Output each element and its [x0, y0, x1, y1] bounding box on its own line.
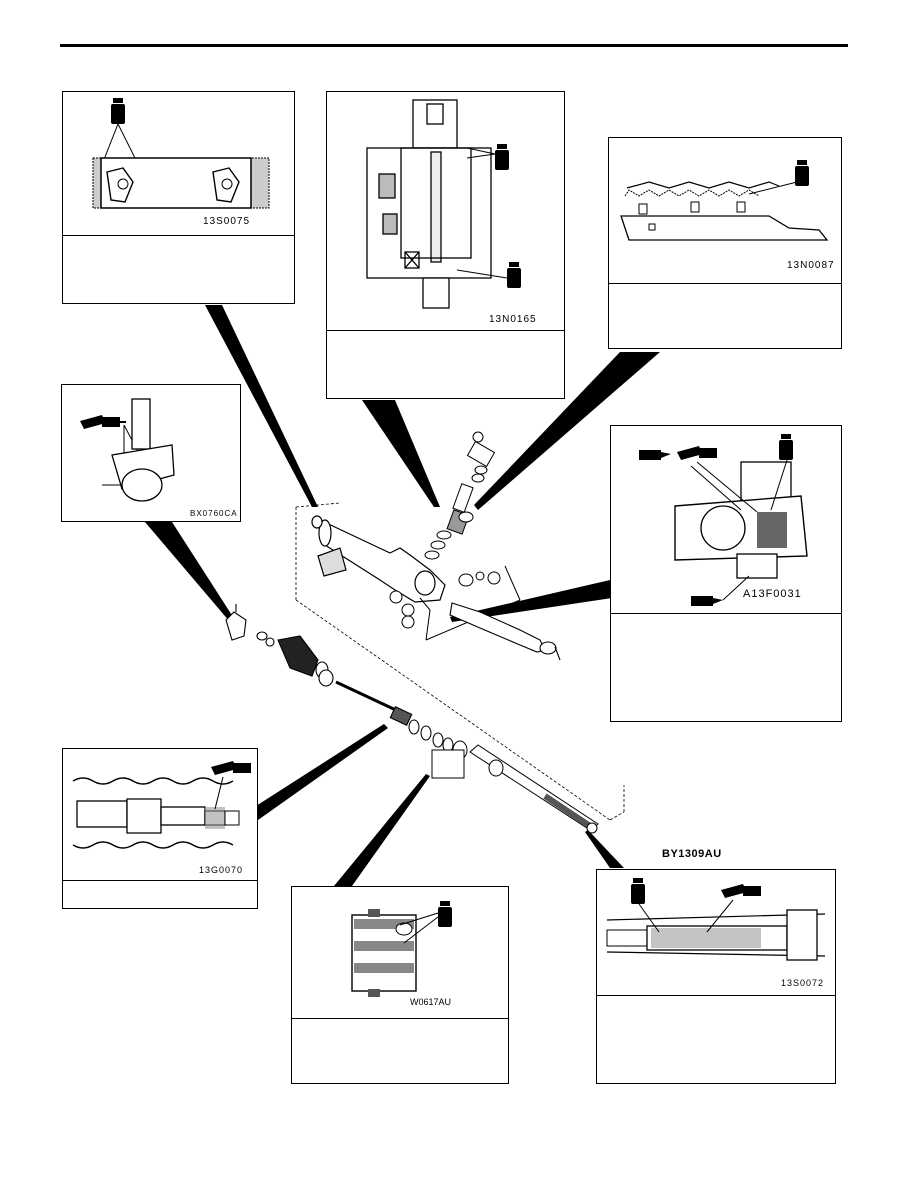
figure-panel-bottom-center: W0617AU — [291, 886, 509, 1084]
figure-bottom-center: W0617AU — [292, 887, 508, 1019]
grease-tube-icon — [507, 262, 521, 288]
figure-code: 13N0087 — [787, 260, 835, 271]
figure-code: W0617AU — [410, 997, 452, 1007]
grease-tube-icon — [111, 98, 125, 124]
leader-wedge-top-center — [362, 400, 440, 507]
rack-label-box — [431, 749, 465, 779]
figure-code: A13F0031 — [743, 588, 802, 600]
leader-wedge-bottom-left — [256, 724, 388, 820]
leader-wedge-mid-left — [145, 522, 235, 622]
grease-gun-icon — [80, 415, 126, 429]
rack-and-bushings — [408, 719, 599, 834]
pinion-parts — [424, 431, 496, 560]
figure-code: BX0760CA — [190, 509, 238, 518]
figure-top-right: 13N0087 — [609, 138, 841, 284]
figure-code: 13S0072 — [781, 978, 825, 988]
exploded-view-code: BY1309AU — [662, 848, 722, 860]
rack-support-illustration — [639, 434, 808, 606]
figure-top-center: 13N0165 — [327, 92, 564, 331]
figure-panel-top-center: 13N0165 — [326, 91, 565, 399]
figure-mid-left: BX0760CA — [62, 385, 240, 521]
figure-panel-bottom-right: 13S0072 — [596, 869, 836, 1084]
leader-wedge-bottom-right — [585, 830, 624, 868]
grease-gun-icon — [211, 761, 251, 775]
tie-rod-right — [449, 602, 561, 661]
header-rule — [60, 44, 848, 47]
boot-clamp-illustration — [72, 761, 251, 849]
figure-panel-mid-right: A13F0031 — [610, 425, 842, 722]
figure-panel-bottom-left: 13G0070 — [62, 748, 258, 909]
figure-top-left: 13S0075 — [63, 92, 294, 236]
sealant-tube-icon — [691, 596, 723, 606]
grease-tube-icon — [495, 144, 509, 170]
grease-tube-icon — [795, 160, 809, 186]
figure-code: 13S0075 — [203, 216, 251, 227]
leader-wedge-top-left — [205, 305, 318, 507]
figure-mid-right: A13F0031 — [611, 426, 841, 614]
rack-housing — [311, 515, 446, 603]
grease-gun-icon — [721, 884, 761, 898]
figure-bottom-left: 13G0070 — [63, 749, 257, 881]
figure-bottom-right: 13S0072 — [597, 870, 835, 996]
leader-wedge-top-right — [474, 352, 660, 510]
bearing-illustration — [92, 98, 270, 209]
grease-tube-icon — [438, 901, 452, 927]
rack-bushing-illustration — [606, 878, 826, 961]
sealant-tube-icon — [639, 450, 671, 460]
grease-tube-icon — [779, 434, 793, 460]
figure-panel-top-right: 13N0087 — [608, 137, 842, 349]
ball-joint-illustration — [80, 398, 175, 502]
oil-seal-illustration — [351, 901, 452, 997]
pinion-valve-illustration — [366, 99, 521, 309]
tie-rod-left — [225, 604, 413, 726]
exploded-frame — [295, 502, 625, 821]
figure-code: 13G0070 — [199, 865, 244, 875]
leader-wedge-mid-right — [450, 580, 612, 622]
rack-teeth-illustration — [620, 160, 829, 241]
grease-tube-icon — [631, 878, 645, 904]
leader-wedge-bottom-center — [334, 774, 430, 886]
rack-support-parts — [389, 565, 521, 641]
grease-gun-icon — [677, 446, 717, 460]
figure-panel-top-left: 13S0075 — [62, 91, 295, 304]
figure-code: 13N0165 — [489, 314, 537, 325]
figure-panel-mid-left: BX0760CA — [61, 384, 241, 522]
